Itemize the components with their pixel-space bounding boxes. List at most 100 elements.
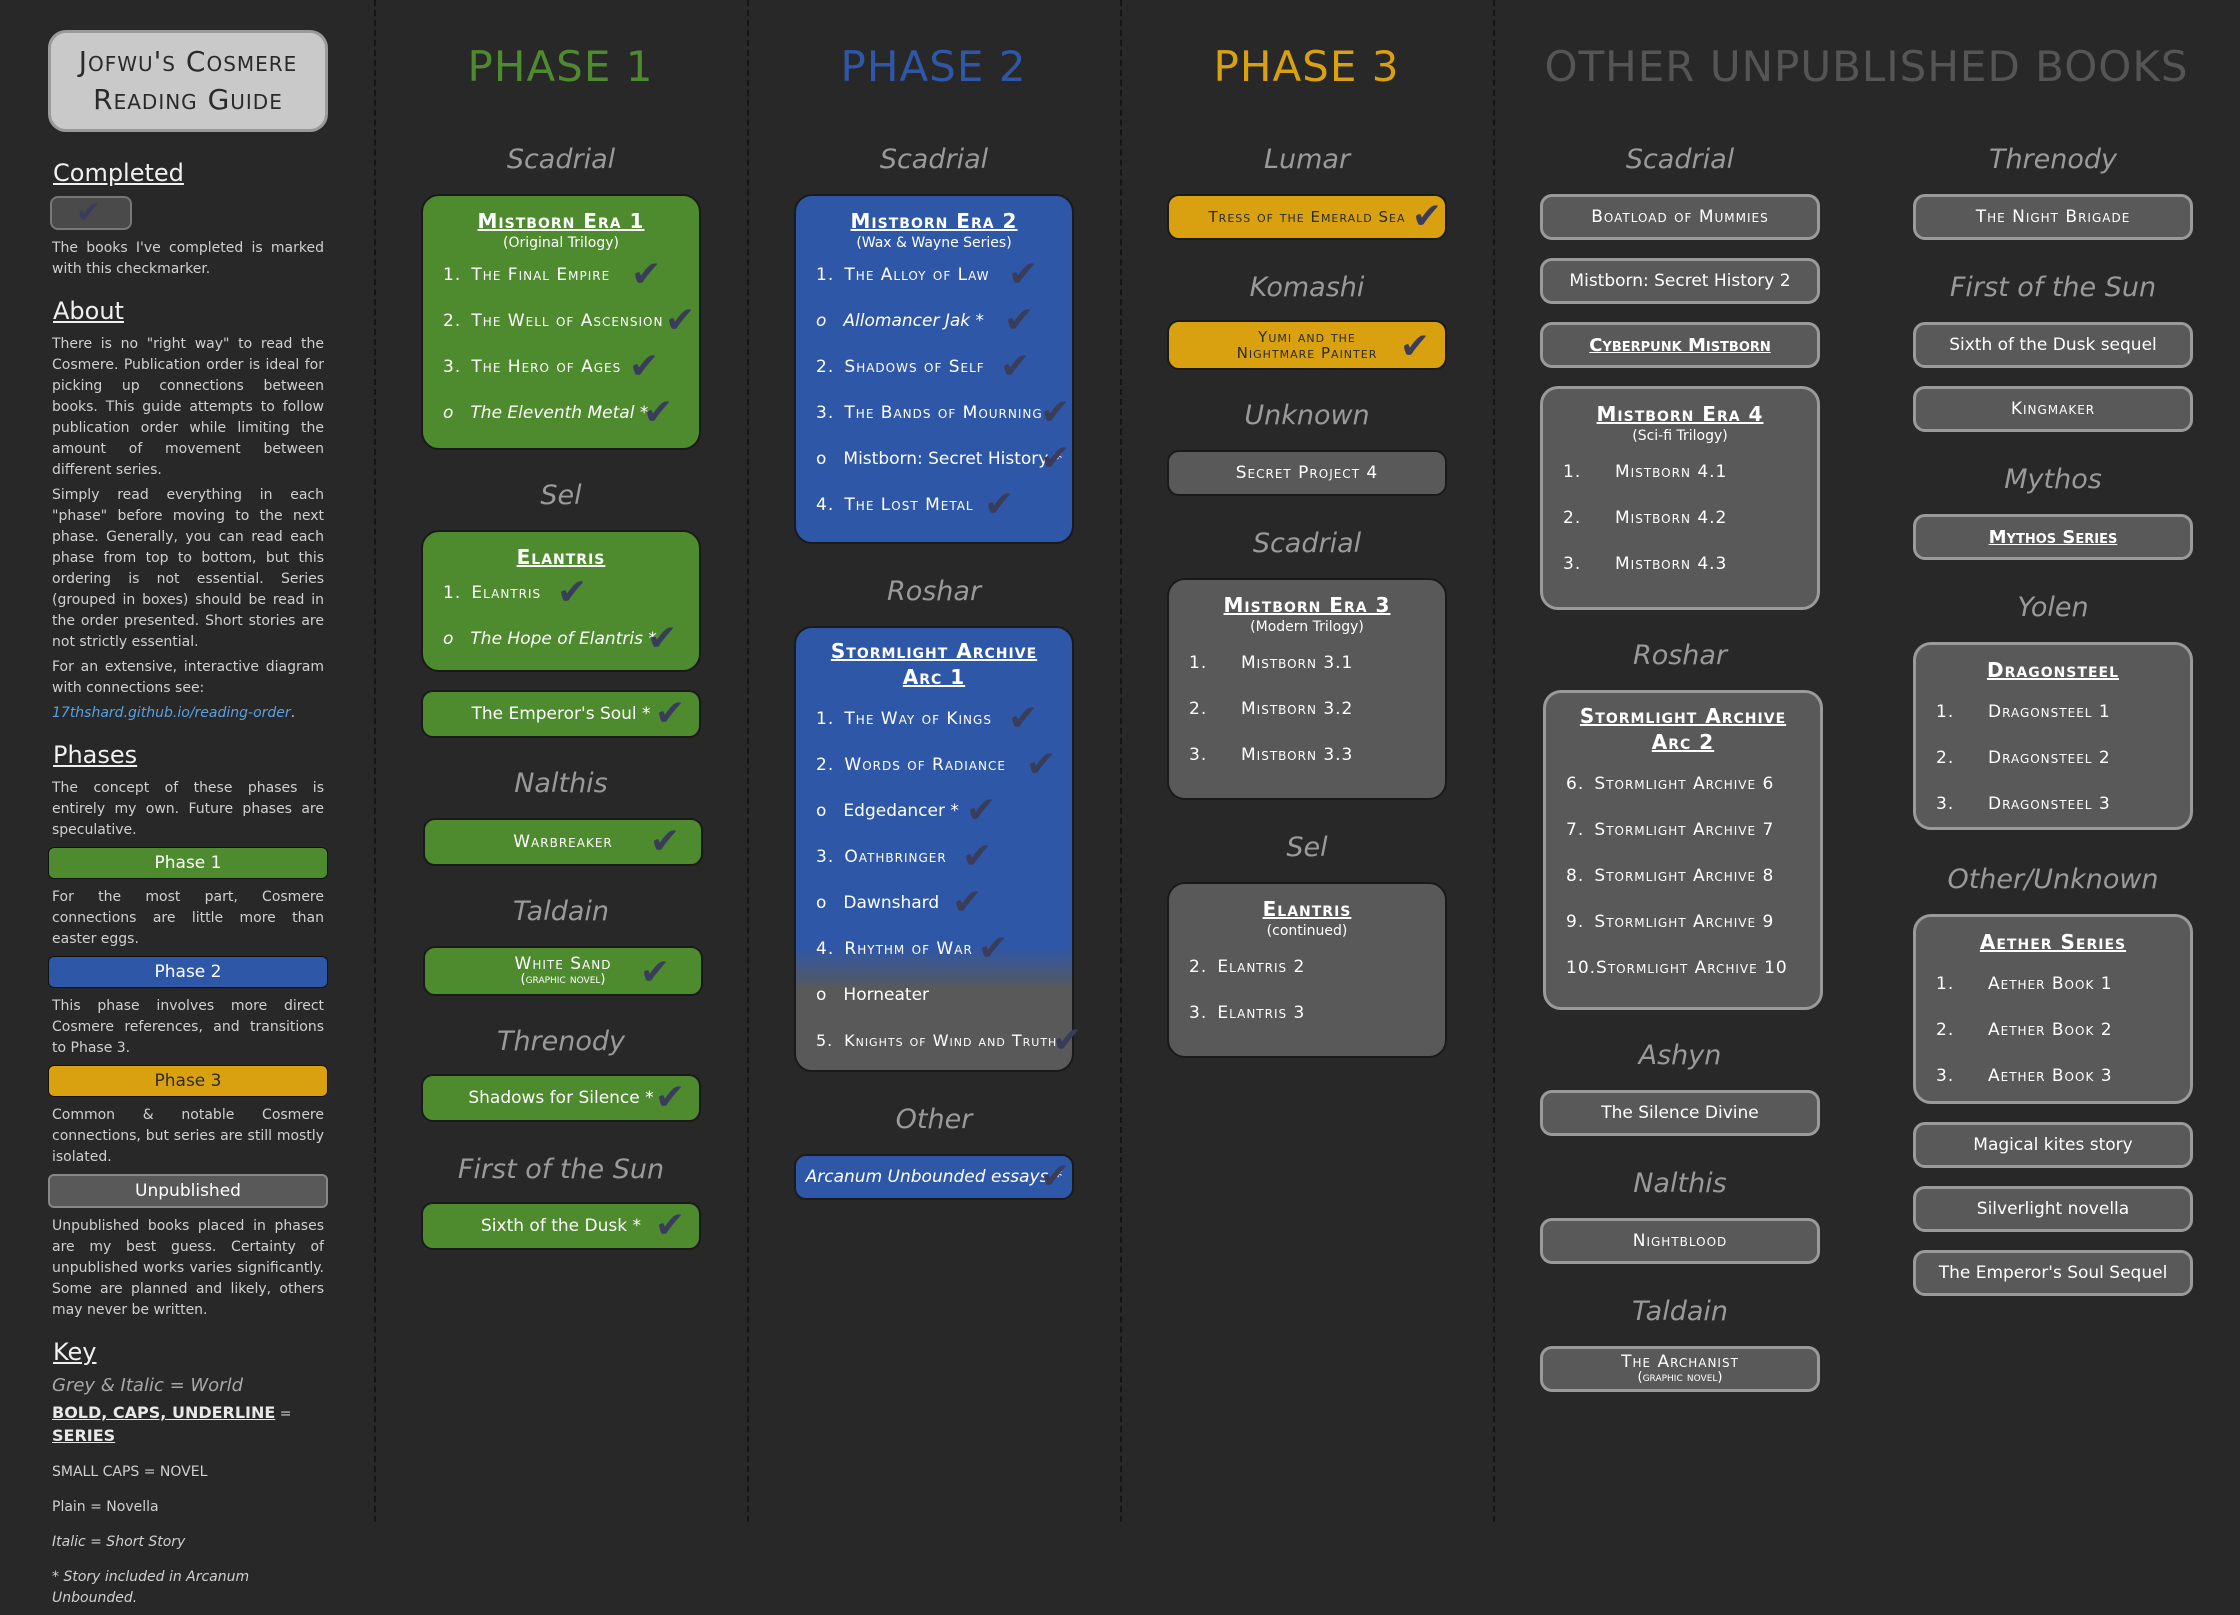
book-item: 2. Elantris 2	[1189, 957, 1306, 977]
check-icon: ✔	[952, 882, 983, 923]
book-item: 1. The Alloy of Law✔	[796, 252, 1072, 298]
book-item: 1.Mistborn 4.1	[1563, 462, 1728, 482]
world-label: Scadrial	[1625, 144, 1735, 175]
unpublished-desc: Unpublished books placed in phases are m…	[52, 1218, 324, 1318]
series-mistborn-era-4: Mistborn Era 4 (Sci-fi Trilogy) 1.Mistbo…	[1540, 386, 1820, 610]
book-item: 3. Elantris 3	[1189, 1003, 1306, 1023]
book-item: o The Hope of Elantris *✔	[423, 616, 699, 662]
world-label: Other/Unknown	[1947, 864, 2159, 895]
series-title: Dragonsteel	[1986, 658, 2119, 682]
series-subtitle: (continued)	[1266, 923, 1348, 939]
check-icon: ✔	[1008, 254, 1040, 295]
world-label: Roshar	[1632, 640, 1728, 671]
key-world: Grey & Italic = World	[52, 1375, 244, 1396]
book-magical-kites: Magical kites story	[1913, 1122, 2193, 1168]
series-aether: Aether Series 1.Aether Book 1 2.Aether B…	[1913, 914, 2193, 1104]
phase3-desc: Common & notable Cosmere connections, bu…	[52, 1107, 324, 1165]
series-subtitle: (Original Trilogy)	[503, 235, 619, 251]
book-item: o Horneater	[816, 985, 930, 1005]
series-mythos: Mythos Series	[1913, 514, 2193, 560]
check-icon: ✔	[629, 346, 661, 387]
book-white-sand: White Sand(graphic novel)✔	[423, 946, 703, 996]
book-secret-history-2: Mistborn: Secret History 2	[1540, 258, 1820, 304]
book-item: 2.Dragonsteel 2	[1936, 748, 2111, 768]
check-icon: ✔	[647, 618, 678, 659]
column-divider	[1493, 0, 1495, 1522]
check-icon: ✔	[76, 195, 102, 230]
check-icon: ✔	[654, 1205, 685, 1246]
book-item: 1. The Final Empire✔	[423, 252, 699, 298]
check-icon: ✔	[654, 1077, 685, 1118]
series-title: Mistborn Era 1	[477, 209, 645, 233]
phases-heading: Phases	[53, 741, 138, 769]
book-item: 2.Mistborn 4.2	[1563, 508, 1728, 528]
book-item: o Allomancer Jak *✔	[796, 298, 1072, 344]
phase2-desc: This phase involves more direct Cosmere …	[52, 998, 324, 1056]
check-icon: ✔	[1000, 346, 1032, 387]
series-title: Mistborn Era 2	[850, 209, 1018, 233]
world-label: Lumar	[1263, 144, 1351, 175]
world-label: Roshar	[886, 576, 982, 607]
phase2-legend: Phase 2	[48, 956, 328, 988]
check-icon: ✔	[1411, 196, 1443, 237]
book-boatload-of-mummies: Boatload of Mummies	[1540, 194, 1820, 240]
check-icon: ✔	[665, 300, 697, 341]
reading-guide-page: Jofwu's Cosmere Reading Guide Completed …	[48, 0, 2193, 1606]
world-label: Scadrial	[506, 144, 616, 175]
book-emperors-soul: The Emperor's Soul *✔	[421, 690, 701, 738]
phases-intro: The concept of these phases is entirely …	[52, 780, 324, 838]
completed-sample: ✔	[50, 196, 132, 230]
check-icon: ✔	[984, 484, 1016, 525]
world-label: Threnody	[496, 1026, 626, 1057]
check-icon: ✔	[1052, 1020, 1084, 1061]
book-item: 1.Mistborn 3.1	[1189, 653, 1354, 673]
world-label: Yolen	[2017, 592, 2089, 623]
book-item: 4. Rhythm of War✔	[796, 926, 1072, 972]
about-p3: For an extensive, interactive diagram wi…	[52, 659, 324, 696]
phase3-heading: PHASE 3	[1213, 42, 1400, 91]
book-tress: Tress of the Emerald Sea✔	[1167, 194, 1447, 240]
phase1-heading: PHASE 1	[467, 42, 654, 91]
book-item: 7. Stormlight Archive 7	[1566, 820, 1775, 840]
book-item: 2.Aether Book 2	[1936, 1020, 2113, 1040]
check-icon: ✔	[654, 693, 685, 734]
world-label: Komashi	[1249, 272, 1365, 303]
world-label: Sel	[540, 480, 582, 511]
check-icon: ✔	[1040, 438, 1071, 479]
series-mistborn-era-2: Mistborn Era 2 (Wax & Wayne Series) 1. T…	[794, 194, 1074, 544]
about-p1: There is no "right way" to read the Cosm…	[52, 336, 324, 478]
check-icon: ✔	[966, 790, 997, 831]
reading-order-link[interactable]: 17thshard.github.io/reading-order	[52, 705, 291, 721]
book-item: 2. Words of Radiance✔	[796, 742, 1072, 788]
completed-text: The books I've completed is marked with …	[52, 240, 324, 277]
series-elantris-continued: Elantris (continued) 2. Elantris 2 3. El…	[1167, 882, 1447, 1058]
world-label: Threnody	[1988, 144, 2118, 175]
world-label: Nalthis	[514, 768, 608, 799]
series-subtitle: (Wax & Wayne Series)	[856, 235, 1012, 251]
series-title: Elantris	[516, 545, 606, 569]
check-icon: ✔	[1026, 744, 1058, 785]
check-icon: ✔	[978, 928, 1010, 969]
key-series: BOLD, CAPS, UNDERLINE = SERIES	[52, 1403, 292, 1445]
phase1-desc: For the most part, Cosmere connections a…	[52, 889, 324, 947]
column-divider	[1120, 0, 1122, 1522]
book-item: 5. Knights of Wind and Truth✔	[796, 1018, 1082, 1064]
series-title: Aether Series	[1979, 930, 2127, 954]
check-icon: ✔	[1399, 326, 1431, 367]
book-secret-project-4: Secret Project 4	[1167, 450, 1447, 496]
key-heading: Key	[53, 1338, 97, 1366]
world-label: Scadrial	[1252, 528, 1362, 559]
book-silence-divine: The Silence Divine	[1540, 1090, 1820, 1136]
check-icon: ✔	[631, 254, 663, 295]
check-icon: ✔	[649, 821, 681, 862]
series-dragonsteel: Dragonsteel 1.Dragonsteel 1 2.Dragonstee…	[1913, 642, 2193, 830]
book-silverlight-novella: Silverlight novella	[1913, 1186, 2193, 1232]
series-mistborn-era-1: Mistborn Era 1 (Original Trilogy) 1. The…	[421, 194, 701, 450]
book-item: o Mistborn: Secret History *✔	[796, 436, 1072, 482]
book-item: o Edgedancer *✔	[796, 788, 1072, 834]
series-subtitle: (Sci-fi Trilogy)	[1632, 428, 1728, 444]
check-icon: ✔	[962, 836, 994, 877]
book-item: 2. The Well of Ascension✔	[423, 298, 699, 344]
